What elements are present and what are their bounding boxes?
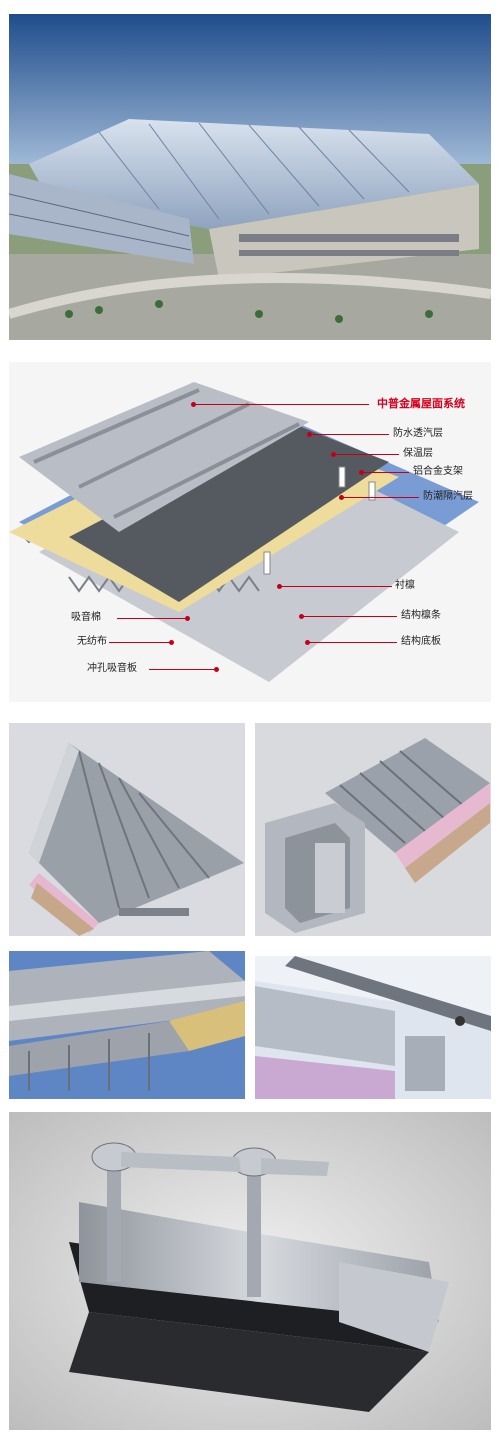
roof-system-diagram: 中普金属屋面系统 防水透汽层 保温层 铝合金支架 防潮隔汽层 衬檩 结构檩条 结… (9, 362, 491, 702)
skylight-joint-render (255, 956, 491, 1099)
label-perforated-board: 冲孔吸音板 (87, 663, 137, 674)
label-nonwoven-fabric: 无纺布 (77, 636, 107, 647)
diagram-title: 中普金属屋面系统 (377, 397, 465, 410)
label-aluminum-bracket: 铝合金支架 (413, 466, 463, 477)
clip-profile-render (9, 1112, 491, 1430)
label-vapor-barrier: 防潮隔汽层 (423, 491, 473, 502)
label-sound-absorbing-cotton: 吸音棉 (71, 612, 101, 623)
station-photo (9, 14, 491, 340)
roof-layers-illustration (9, 382, 479, 682)
label-waterproof-layer: 防水透汽层 (393, 428, 443, 439)
label-structural-purlin: 结构檩条 (401, 610, 441, 621)
gutter-detail-render (255, 723, 491, 936)
panel-seam-render (9, 951, 245, 1099)
ridge-detail-render (9, 723, 245, 936)
label-sub-purlin: 衬檩 (395, 580, 415, 591)
label-insulation-layer: 保温层 (403, 448, 433, 459)
label-structural-bottom-board: 结构底板 (401, 636, 441, 647)
